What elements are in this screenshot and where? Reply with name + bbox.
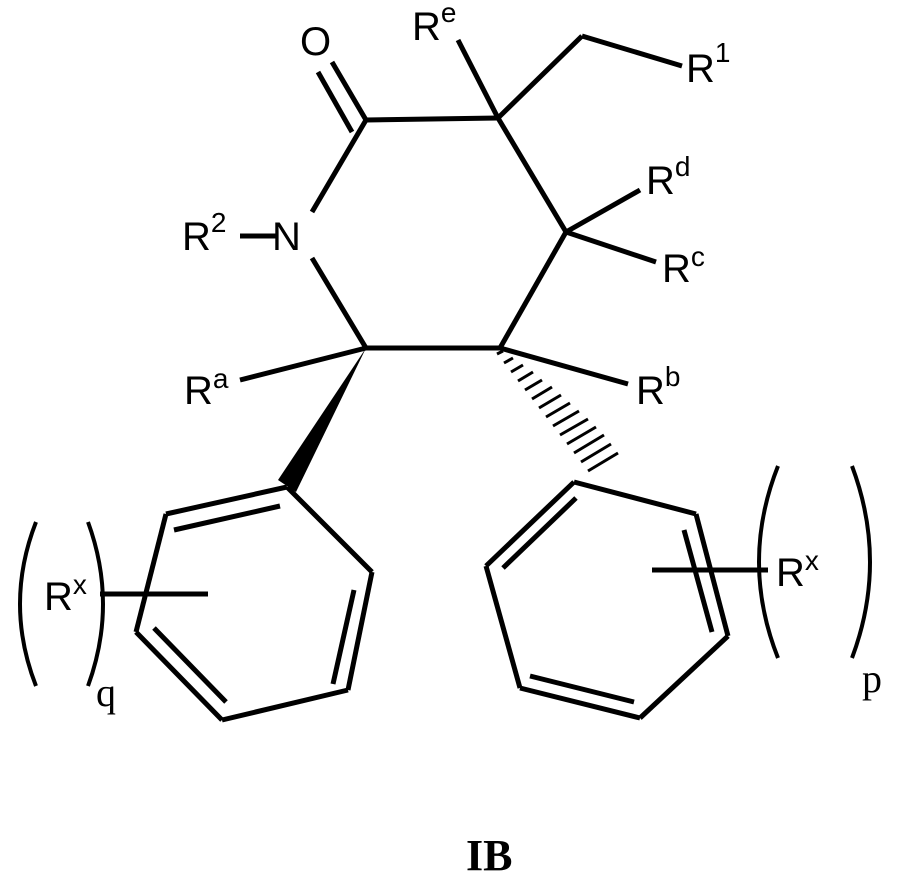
bond-c6-n — [312, 258, 366, 348]
oxygen-label: O — [300, 20, 331, 64]
carbonyl-bond-b — [318, 72, 352, 132]
bond-ch2-r1 — [582, 36, 682, 66]
wedge-bond-c6-phenyl — [278, 348, 366, 492]
right-ring-bond-5 — [486, 566, 520, 688]
rx-right-label: Rx — [776, 545, 819, 595]
bond-c4-c5 — [500, 232, 566, 348]
right-ring-bond-1 — [574, 482, 696, 514]
rd-label: Rd — [646, 151, 690, 203]
piperidinone-ring — [312, 118, 566, 348]
bond-c3-re — [458, 40, 498, 118]
bond-c6-ra — [240, 348, 366, 380]
nitrogen-label: N — [272, 215, 301, 259]
rx-left-label: Rx — [44, 569, 87, 619]
rb-label: Rb — [636, 361, 680, 413]
subscript-q: q — [96, 670, 116, 715]
r2-label: R2 — [182, 207, 226, 259]
right-phenyl-ring — [486, 482, 728, 718]
bond-c3-c4 — [498, 118, 566, 232]
right-ring-bond-2 — [696, 514, 728, 636]
bond-n-c2 — [312, 120, 366, 212]
carbonyl: O — [300, 20, 366, 132]
right-ring-bond-3 — [640, 636, 728, 718]
bond-c4-rc — [566, 232, 656, 262]
left-ring-bond-3 — [222, 690, 348, 720]
right-ring-bond-2-inner — [684, 530, 712, 632]
left-paren-close — [88, 522, 103, 686]
right-ring-bond-4-inner — [530, 676, 634, 702]
r1-label: R1 — [686, 37, 730, 91]
right-ring-bond-6-inner — [503, 498, 576, 568]
rc-label: Rc — [662, 241, 705, 291]
right-ring-bond-4 — [520, 688, 640, 718]
compound-caption: IB — [466, 831, 512, 880]
left-phenyl-ring — [136, 487, 372, 720]
right-paren-close — [852, 466, 870, 658]
subscript-p: p — [862, 656, 882, 701]
right-ring-bond-6 — [486, 482, 574, 566]
bond-c2-c3 — [366, 118, 498, 120]
bond-c3-ch2 — [498, 36, 582, 118]
hashed-bond-c5-phenyl — [497, 351, 618, 471]
ra-label: Ra — [184, 363, 229, 413]
left-paren-open — [20, 522, 36, 686]
left-ring-bond-1 — [287, 487, 372, 572]
bond-c4-rd — [566, 190, 640, 232]
left-ring-bond-4 — [136, 632, 222, 720]
carbonyl-bond-a — [332, 62, 366, 120]
re-label: Re — [412, 0, 456, 49]
left-ring-bond-5 — [136, 514, 166, 632]
